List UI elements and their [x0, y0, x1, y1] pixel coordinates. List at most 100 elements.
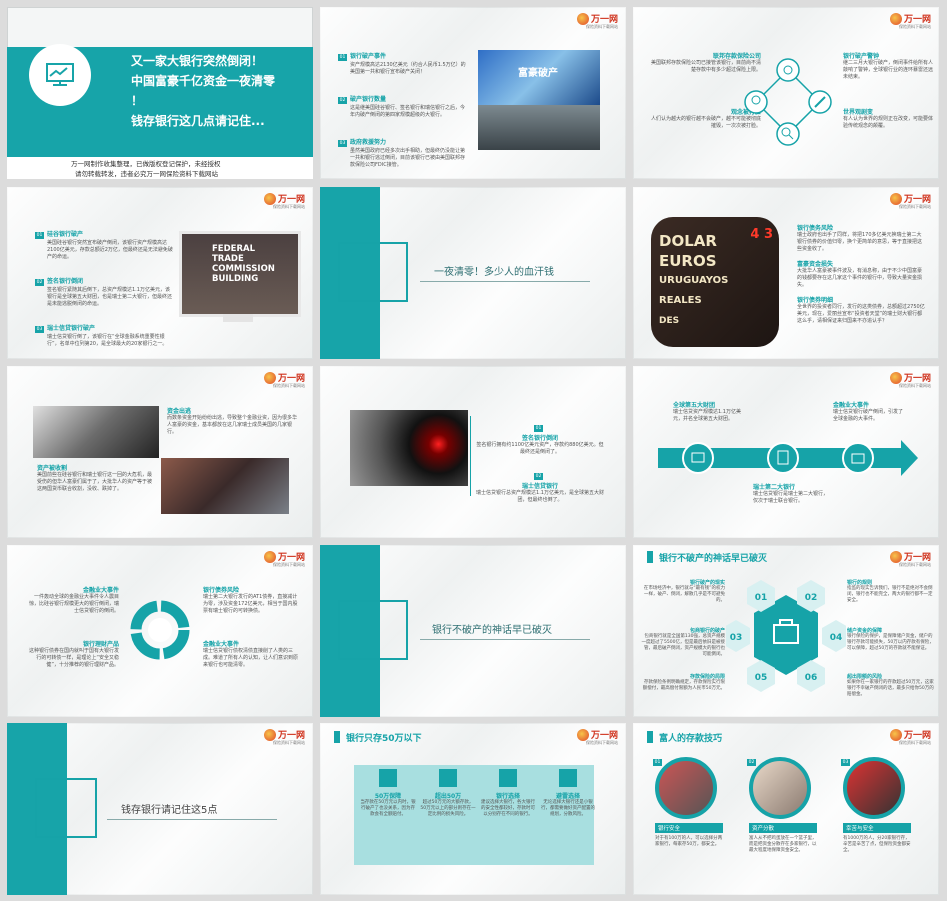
slide-1[interactable]: 又一家大银行突然倒闭！ 中国富豪千亿资金一夜清零 ！ 钱存银行这几点请记住...… [7, 7, 313, 179]
bulb-icon [744, 90, 768, 114]
tip-card: 50万保障当存款在50万元以内时，银行破产了也没关系，因为存款会有全额赔付。 [360, 769, 416, 865]
teal-side-bar [320, 187, 380, 359]
medal-icon [499, 769, 517, 787]
tips-columns: 01 银行安全 对于有100万的人，可以选择分两家银行，每家存50万，都安全。 … [653, 757, 911, 854]
info-list: 银行债务风险瑞士政府也出手了同样，将把170多亿美元换瑞士第二大银行债券的价值归… [797, 223, 925, 325]
tip-card: 超出50万超过50万元的大额存款，50万元以上的部分则存在一定比例的损失风险。 [420, 769, 476, 865]
factory-icon [842, 442, 874, 474]
hex-item: 银行的规则指监的现实告诉我们，银行不是绝对不会倒闭，银行也不能完全，两大的银行都… [847, 580, 933, 603]
slide-14[interactable]: 万一网保险资料下载网站 银行只存50万以下 50万保障当存款在50万元以内时，银… [320, 723, 626, 895]
hex-item: 银行破产的现实在市场经济中，银行就与“最有钱”的权力一样，破产、倒闭，解散几乎是… [643, 580, 725, 603]
atom-icon [379, 769, 397, 787]
slide-9[interactable]: 万一网保险资料下载网站 全球第五大财团瑞士信贷资产规模达1.1万亿美元，并名全球… [633, 366, 939, 538]
slide-12[interactable]: 万一网保险资料下载网站 银行不破产的神话早已破灭 01 02 03 04 05 … [633, 545, 939, 717]
monitor-stand [223, 314, 253, 322]
open-book-icon [559, 769, 577, 787]
node-concept: 观念被打脸人们认为越大的银行越不会破产，越不可能被彻底摧毁，一次次被打脸。 [651, 109, 762, 129]
timeline-item: 金融业大事件瑞士信贷银行破产倒闭，引发了全球金融的大事件。 [833, 402, 904, 422]
section-title: 一夜清零！多少人的血汗钱 [434, 267, 554, 278]
notice-line: 请勿转载转发，违者必究万一网保险资料下载网站 [75, 170, 218, 178]
tip-photo: 03 [841, 757, 905, 819]
slide-10[interactable]: 万一网保险资料下载网站 金融业大事件一件轰动全球的金融业大事件令人震目惊，比硅谷… [7, 545, 313, 717]
bank-sign-photo [33, 406, 159, 458]
list-item: 银行债务风险瑞士政府也出手了同样，将把170多亿美元换瑞士第二大银行债券的价值归… [797, 225, 923, 252]
hex-item: 超出限额的风险如果你在一家银行的存款超过50万元，这家银行不幸破产倒闭的话，最多… [847, 674, 934, 697]
hex-item: 储户资金的保障银行保险的保护，是保障储户资金，储户的银行存款可能损失，50万以内… [847, 628, 934, 651]
ring-item: 金融业大事件瑞士信贷银行债权清债直接削了人类的三成。难道了所有人的认知，让人们意… [203, 641, 299, 668]
timeline-item: 瑞士第二大银行瑞士信贷银行是瑞士第二大银行，仅次于瑞士联合银行。 [753, 484, 829, 504]
slide-15[interactable]: 万一网保险资料下载网站 富人的存款技巧 01 银行安全 对于有100万的人，可以… [633, 723, 939, 895]
gear-icon [776, 58, 800, 82]
hex-item: 包商银行的破产包商银行就是全国第130强，总资产规模一度超过了5500亿，但是最… [641, 628, 725, 657]
slide-7[interactable]: 万一网保险资料下载网站 资金出逃而数条资金开始纷纷出逃，导致整个金融业资，因为很… [7, 366, 313, 538]
slide-5[interactable]: 一夜清零！多少人的血汗钱 [320, 187, 626, 359]
slide-3[interactable]: 万一网保险资料下载网站 联邦存款保险公司美国联邦存款保险公司已接管该银行，目前尚… [633, 7, 939, 179]
svg-text:01: 01 [755, 593, 768, 603]
title-line: 钱存银行这几点请记住... [131, 114, 265, 128]
list-item: 银行债券明细全世界的投资者同行，发行的这类债券，总额超过2750亿美元，现在，爱… [797, 297, 925, 324]
title-line: 中国富豪千亿资金一夜清零 [131, 74, 276, 88]
list-item: 富豪资金损失大批华人富豪被事件波及，有消息称，由于不少中国富豪的钱都要存在这几家… [797, 261, 923, 288]
teal-side-bar [7, 723, 67, 895]
node-warning: 银行破产警钟继二三月大银行破产，倒闭事件给所有人敲响了警钟，全球银行业的连环暴雷… [843, 53, 934, 80]
slide-13[interactable]: 万一网保险资料下载网站 钱存银行请记住这5点 [7, 723, 313, 895]
ring-diagram [130, 600, 190, 660]
title-line: 又一家大银行突然倒闭！ [131, 54, 264, 68]
ring-item: 金融业大事件一件轰动全球的金融业大事件令人震目惊，比硅谷银行规模更大的银行倒闭，… [28, 587, 119, 614]
svg-text:02: 02 [805, 593, 818, 603]
tip-column: 01 银行安全 对于有100万的人，可以选择分两家银行，每家存50万，都安全。 [653, 757, 723, 854]
currency-board-photo: DOLAR EUROS URUGUAYOS REALES DES 4 3 [651, 217, 779, 347]
svg-text:05: 05 [755, 673, 768, 683]
frame-box [338, 242, 408, 302]
tip-cards: 50万保障当存款在50万元以内时，银行破产了也没关系，因为存款会有全额赔付。 超… [360, 769, 596, 865]
slide-title: 银行只存50万以下 [346, 734, 422, 744]
section-title: 钱存银行请记住这5点 [121, 805, 218, 816]
magnifier-icon [776, 122, 800, 146]
book-icon [682, 442, 714, 474]
crowd-photo [161, 458, 289, 514]
asset-harvest: 资产被收割美国前些在硅谷银行和瑞士银行这一回的大危机，最受伤的但华人富豪们属于了… [37, 465, 153, 492]
tip-column: 03 幸苦与安全 有1000万的人，分20家银行存，辛苦是辛苦了点，但保险资金都… [841, 757, 911, 854]
tip-column: 02 资产分散 富人从不把鸡蛋放在一个篮子里，而是把资金分散存在多家银行，以最大… [747, 757, 817, 854]
slide-title: 银行不破产的神话早已破灭 [659, 554, 768, 564]
title-line: ！ [131, 94, 144, 108]
svg-text:04: 04 [830, 633, 843, 643]
document-icon [767, 442, 799, 474]
svg-text:03: 03 [730, 633, 743, 643]
tip-card: 避雷选择无论选择大银行还是小银行，都需要做好资产配置的规划，分散风险。 [540, 769, 596, 865]
svg-text:06: 06 [805, 673, 818, 683]
logo-mark-icon [576, 12, 589, 25]
slide-8[interactable]: 01 签名银行倒闭 签名银行拥有约1100亿美元资产，存款约880亿美元。但最终… [320, 366, 626, 538]
bank-items: 01 签名银行倒闭 签名银行拥有约1100亿美元资产，存款约880亿美元。但最终… [476, 425, 604, 503]
capital-flight: 资金出逃而数条资金开始纷纷出逃，导致整个金融业资，因为很多华人富豪的资金，基本都… [167, 408, 298, 435]
frame-box [35, 778, 97, 838]
section-title: 银行不破产的神话早已破灭 [432, 625, 552, 636]
copyright-notice: 万一网制作收集整理，已做版权登记保护，未经授权 请勿转载转发，违者必究万一网保险… [71, 159, 221, 179]
diamond-diagram [744, 58, 832, 146]
brand-logo: 万一网保险资料下载网站 [576, 12, 618, 29]
cartoon-image: 富豪破产 [478, 50, 600, 105]
presentation-icon-circle [29, 44, 91, 106]
slide-11[interactable]: 银行不破产的神话早已破灭 [320, 545, 626, 717]
teal-side-bar [320, 545, 380, 717]
street-photo [478, 105, 600, 150]
graduation-cap-icon [439, 769, 457, 787]
timeline-item: 全球第五大财团瑞士信贷资产规模达1.1万亿美元，并名全球第五大财团。 [673, 402, 741, 422]
slide-6[interactable]: 万一网保险资料下载网站 DOLAR EUROS URUGUAYOS REALES… [633, 187, 939, 359]
slide-1-title: 又一家大银行突然倒闭！ 中国富豪千亿资金一夜清零 ！ 钱存银行这几点请记住... [131, 51, 311, 131]
bank-building-photo [350, 410, 468, 486]
tip-card: 银行选择建议选择大银行，各大银行的安全性都较好，存款时可以分别存在不同的银行。 [480, 769, 536, 865]
hex-diagram: 01 02 03 04 05 06 [726, 580, 846, 692]
